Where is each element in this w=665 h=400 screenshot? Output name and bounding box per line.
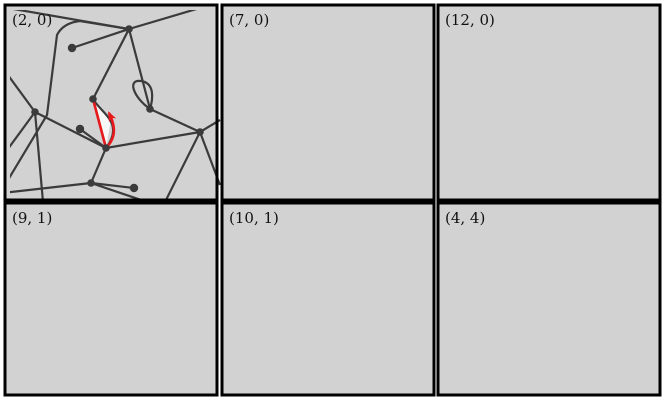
vertex bbox=[102, 144, 110, 152]
vertex bbox=[89, 95, 97, 103]
panel-6: (4, 4) bbox=[436, 201, 662, 397]
panel-label: (4, 4) bbox=[445, 209, 485, 227]
panel-frame bbox=[3, 3, 219, 202]
edge bbox=[90, 181, 135, 190]
panel-background bbox=[438, 5, 660, 200]
panel-frame bbox=[436, 3, 662, 202]
panel-label: (10, 1) bbox=[229, 209, 279, 227]
loop-edge bbox=[132, 79, 154, 110]
edge bbox=[10, 181, 92, 194]
edge bbox=[71, 27, 130, 50]
vertex bbox=[146, 105, 154, 113]
leaf-vertex bbox=[75, 124, 85, 134]
panel-4: (9, 1) bbox=[3, 201, 219, 397]
vertex bbox=[125, 25, 133, 33]
highlighted-edge bbox=[91, 98, 108, 149]
edge bbox=[10, 111, 36, 148]
panel-frame bbox=[220, 201, 436, 397]
panel-label: (12, 0) bbox=[445, 11, 495, 29]
edge bbox=[34, 111, 107, 149]
edge bbox=[149, 108, 201, 133]
panel-label: (9, 1) bbox=[12, 209, 52, 227]
panel-frame bbox=[436, 201, 662, 397]
panel-background bbox=[222, 203, 434, 395]
vertex bbox=[87, 179, 95, 187]
edge bbox=[127, 28, 152, 110]
edge bbox=[10, 76, 36, 113]
panel-background bbox=[222, 5, 434, 200]
panel-label: (2, 0) bbox=[12, 11, 52, 29]
edge bbox=[33, 111, 45, 203]
panel-1: (2, 0) bbox=[3, 3, 222, 204]
edge bbox=[128, 10, 197, 31]
panel-background bbox=[5, 203, 217, 395]
edge bbox=[12, 10, 130, 31]
vertex bbox=[31, 108, 39, 116]
leaf-vertex bbox=[129, 183, 139, 193]
panel-5: (10, 1) bbox=[220, 201, 436, 397]
edge bbox=[92, 28, 130, 100]
leaf-vertex bbox=[67, 43, 77, 53]
edge bbox=[164, 131, 201, 203]
panel-frame bbox=[220, 3, 436, 202]
edge bbox=[89, 147, 108, 184]
edge bbox=[79, 128, 107, 149]
panel-frame bbox=[3, 201, 219, 397]
panel-2: (7, 0) bbox=[220, 3, 436, 202]
panel-background bbox=[438, 203, 660, 395]
edge bbox=[105, 130, 201, 150]
panel-3: (12, 0) bbox=[436, 3, 662, 202]
panel-label: (7, 0) bbox=[229, 11, 269, 29]
vertex bbox=[196, 128, 204, 136]
